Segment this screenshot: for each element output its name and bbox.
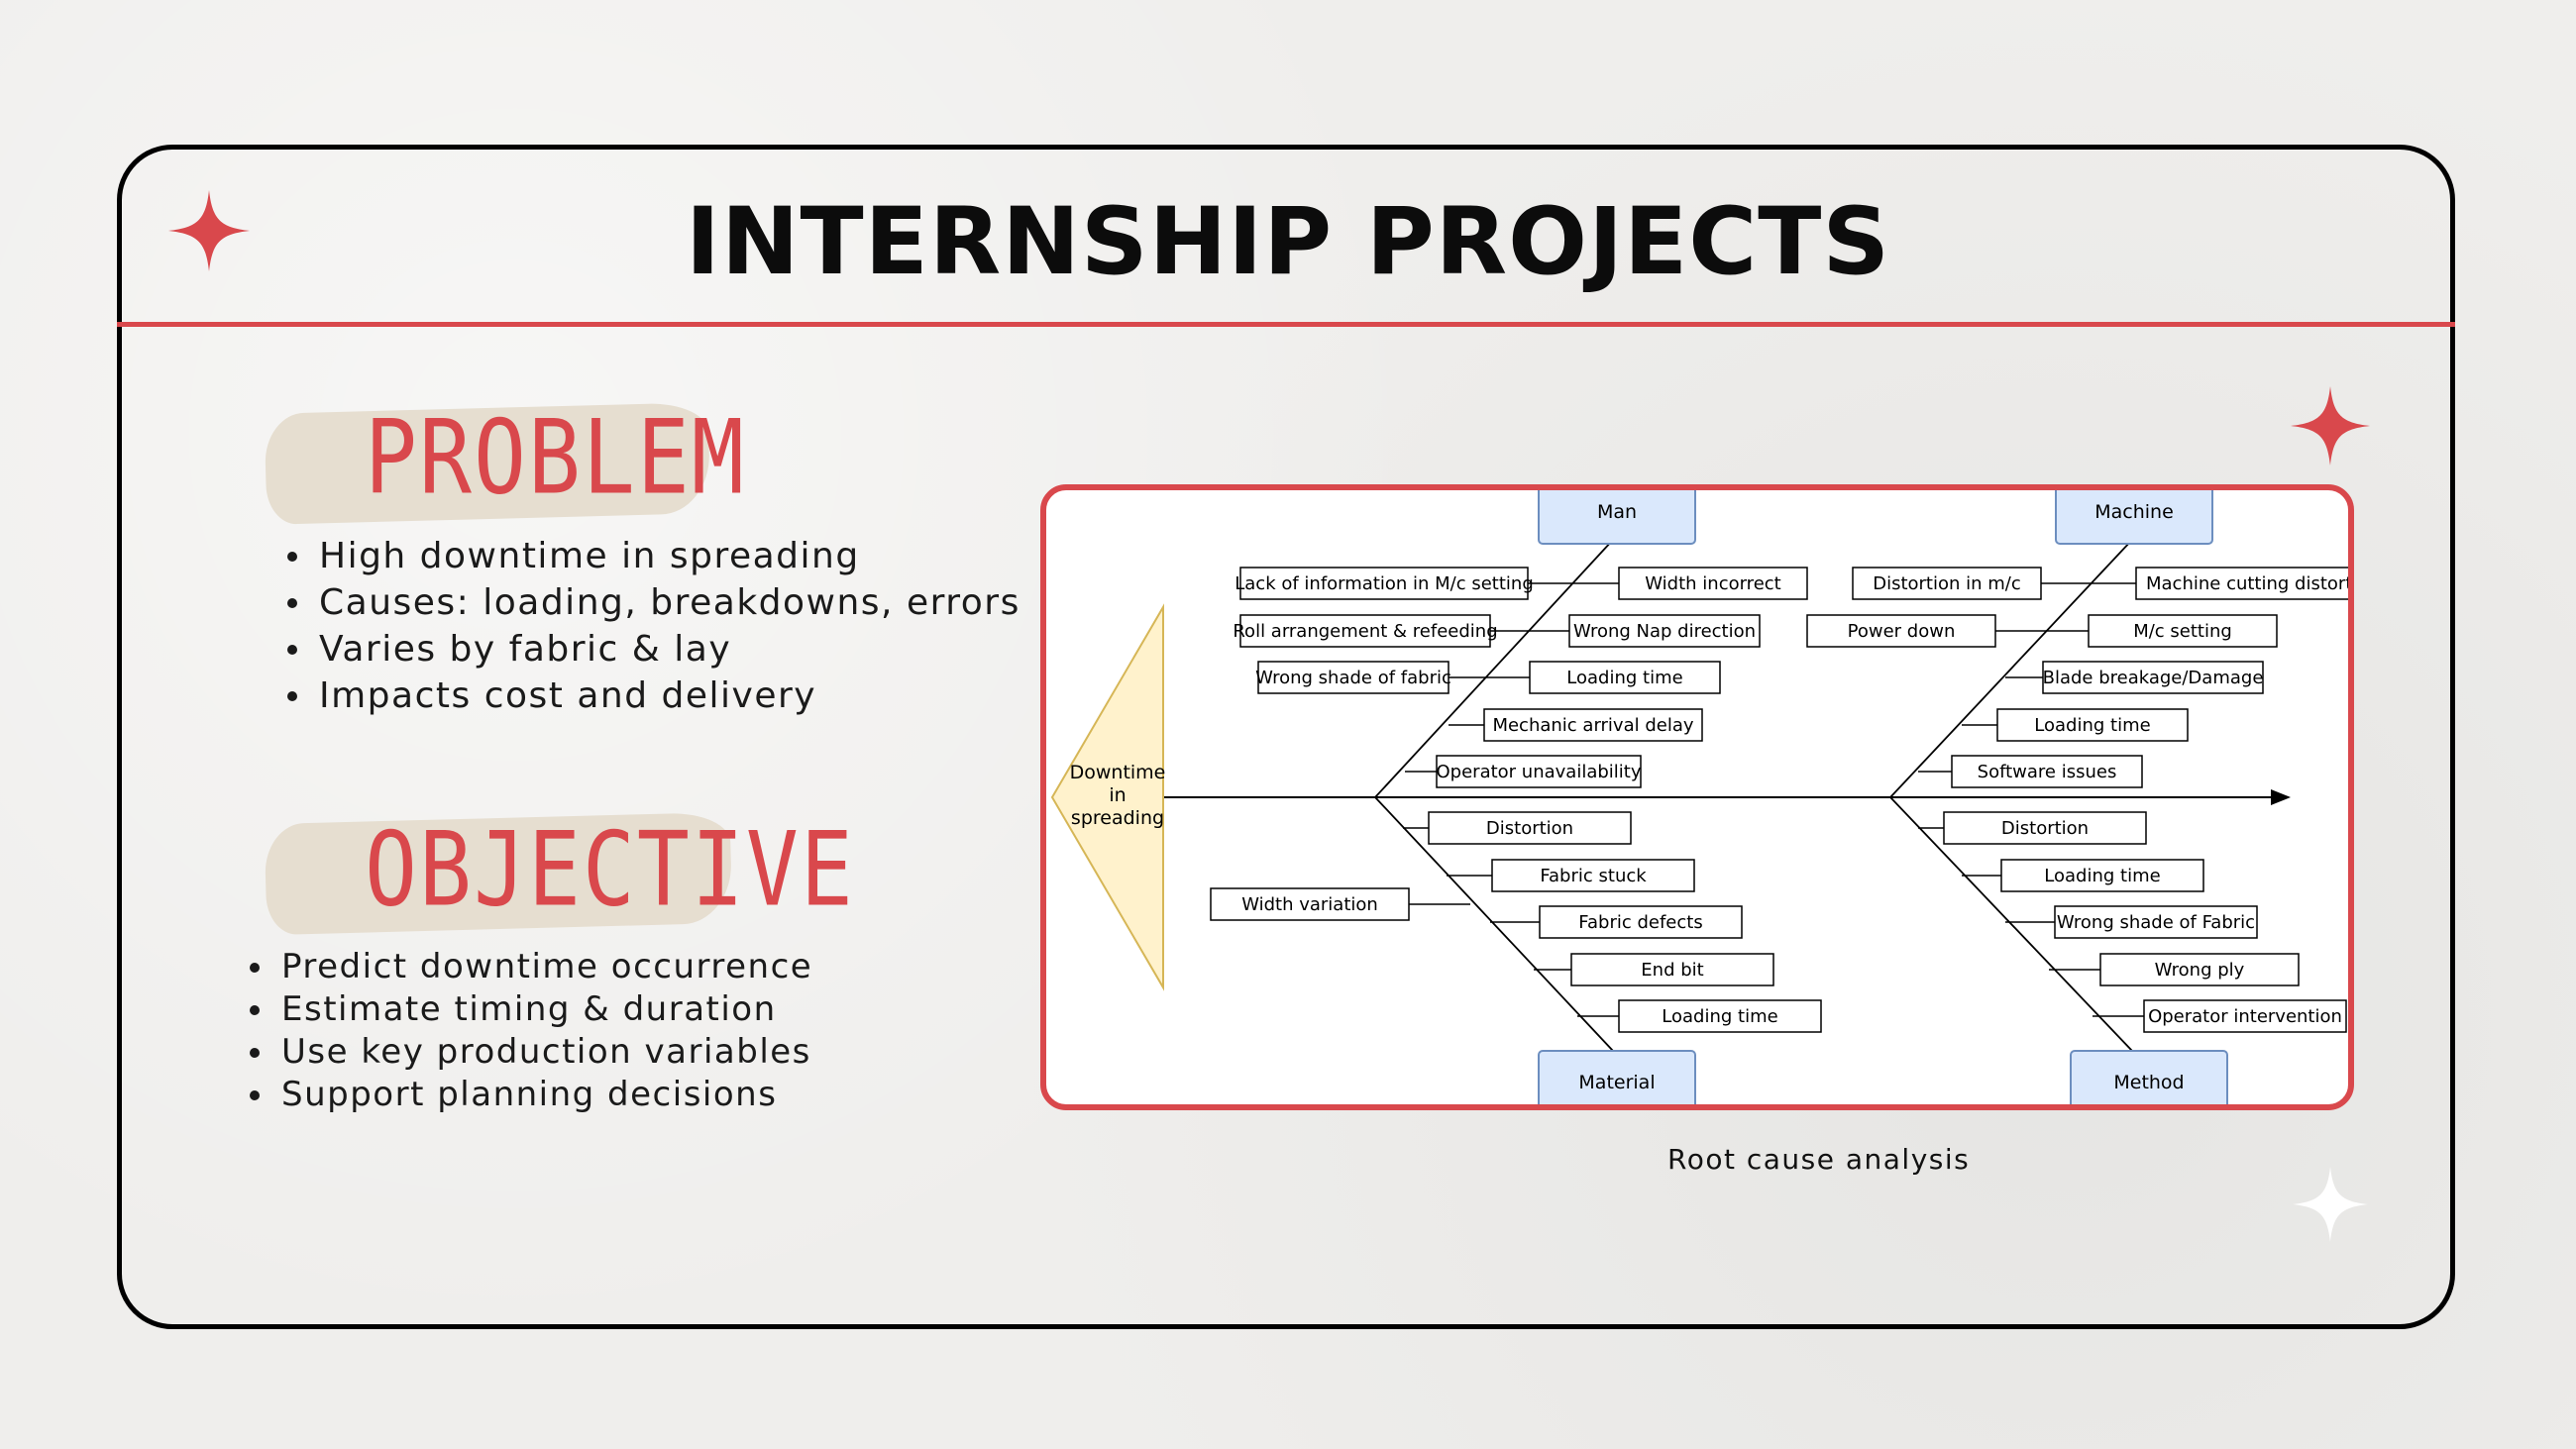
fishbone-diagram: Downtime in spreading Man Machine Materi… — [1040, 484, 2354, 1110]
cause-material-right: End bit — [1534, 953, 1774, 986]
cause-machine-right: Blade breakage/Damage — [2005, 661, 2264, 694]
cause-man-right: Mechanic arrival delay — [1449, 708, 1703, 742]
red-sparkle-icon — [168, 190, 250, 271]
category-machine: Machine — [2055, 490, 2213, 545]
cause-method-right: Wrong ply — [2049, 953, 2300, 986]
cause-man-right: Wrong Nap direction — [1534, 614, 1761, 648]
list-item: Causes: loading, breakdowns, errors — [287, 579, 1020, 626]
cause-label: Wrong ply — [2155, 960, 2245, 981]
cause-man-left: Lack of information in M/c setting — [1234, 567, 1577, 600]
category-label: Machine — [2094, 501, 2174, 523]
cause-method-right: Operator intervention — [2093, 999, 2347, 1033]
category-man: Man — [1538, 490, 1696, 545]
cause-label: Width variation — [1241, 894, 1378, 915]
objective-heading: OBJECTIVE — [365, 808, 855, 930]
method-bone — [1889, 796, 2133, 1052]
cause-label: Blade breakage/Damage — [2043, 668, 2264, 688]
cause-machine-right: M/c setting — [2049, 614, 2278, 648]
list-item: Use key production variables — [249, 1032, 811, 1072]
cause-label: Lack of information in M/c setting — [1234, 573, 1534, 594]
effect-label-line-1: Downtime — [1070, 762, 1166, 783]
cause-label: Wrong Nap direction — [1573, 621, 1756, 642]
cause-material-right: Distortion — [1403, 811, 1632, 845]
material-bone — [1374, 796, 1614, 1052]
cause-method-right: Loading time — [1962, 859, 2204, 892]
category-method: Method — [2070, 1050, 2228, 1104]
cause-method-right: Wrong shade of Fabric — [2005, 905, 2258, 939]
cause-man-right: Loading time — [1490, 661, 1721, 694]
cause-label: Machine cutting distortion — [2146, 573, 2348, 594]
cause-machine-right: Software issues — [1918, 755, 2143, 788]
cause-machine-left: Distortion in m/c — [1852, 567, 2096, 600]
cause-material-right: Loading time — [1577, 999, 1822, 1033]
cause-man-right: Operator unavailability — [1405, 755, 1642, 788]
cause-label: Distortion — [1486, 818, 1573, 839]
cause-label: End bit — [1641, 960, 1703, 981]
list-item: Estimate timing & duration — [249, 988, 812, 1031]
cause-label: Mechanic arrival delay — [1492, 715, 1693, 736]
cause-material-left: Width variation — [1210, 887, 1470, 921]
list-item: Varies by fabric & lay — [287, 626, 1020, 673]
slide-title: INTERNSHIP PROJECTS — [685, 188, 1891, 296]
cause-machine-right: Loading time — [1962, 708, 2189, 742]
effect-label-line-3: spreading — [1071, 807, 1164, 829]
category-label: Man — [1597, 501, 1637, 523]
cause-machine-right: Machine cutting distortion — [2096, 567, 2348, 600]
cause-man-left: Roll arrangement & refeeding — [1233, 614, 1534, 648]
fishbone-svg: Downtime in spreading Man Machine Materi… — [1050, 490, 2348, 1104]
cause-label: Fabric stuck — [1540, 866, 1647, 886]
cause-label: Operator unavailability — [1437, 762, 1642, 782]
cause-label: Software issues — [1978, 762, 2117, 782]
cause-label: M/c setting — [2133, 621, 2232, 642]
category-label: Method — [2113, 1072, 2184, 1093]
cause-label: Roll arrangement & refeeding — [1233, 621, 1497, 642]
cause-label: Wrong shade of Fabric — [2057, 912, 2255, 933]
effect-head: Downtime in spreading — [1050, 603, 1166, 991]
cause-machine-left: Power down — [1806, 614, 2049, 648]
list-item: High downtime in spreading — [287, 533, 1020, 579]
cause-label: Loading time — [2034, 715, 2150, 736]
category-material: Material — [1538, 1050, 1696, 1104]
diagram-caption: Root cause analysis — [1667, 1143, 1971, 1176]
problem-heading: PROBLEM — [365, 396, 746, 518]
objective-list: Predict downtime occurrence Estimate tim… — [249, 946, 813, 1116]
cause-label: Loading time — [1662, 1006, 1777, 1027]
white-sparkle-icon — [2293, 1167, 2368, 1242]
cause-label: Distortion — [2001, 818, 2089, 839]
cause-label: Wrong shade of fabric — [1255, 668, 1451, 688]
cause-label: Loading time — [1566, 668, 1682, 688]
problem-list: High downtime in spreading Causes: loadi… — [287, 533, 1020, 719]
cause-method-right: Distortion — [1918, 811, 2147, 845]
cause-man-right: Width incorrect — [1577, 567, 1808, 600]
cause-material-right: Fabric defects — [1490, 905, 1743, 939]
list-item: Support planning decisions — [249, 1074, 812, 1116]
cause-material-right: Fabric stuck — [1447, 859, 1695, 892]
slide-frame — [117, 145, 2455, 1329]
title-divider — [117, 322, 2455, 327]
cause-label: Power down — [1848, 621, 1956, 642]
cause-label: Loading time — [2044, 866, 2160, 886]
category-label: Material — [1578, 1072, 1655, 1093]
cause-label: Fabric defects — [1578, 912, 1702, 933]
effect-label-line-2: in — [1109, 784, 1126, 806]
list-item: Predict downtime occurrence — [249, 947, 813, 986]
cause-label: Distortion in m/c — [1873, 573, 2021, 594]
cause-label: Width incorrect — [1645, 573, 1780, 594]
list-item: Impacts cost and delivery — [287, 673, 1020, 719]
cause-label: Operator intervention — [2148, 1006, 2342, 1027]
red-sparkle-icon — [2291, 386, 2370, 466]
cause-man-left: Wrong shade of fabric — [1255, 661, 1490, 694]
